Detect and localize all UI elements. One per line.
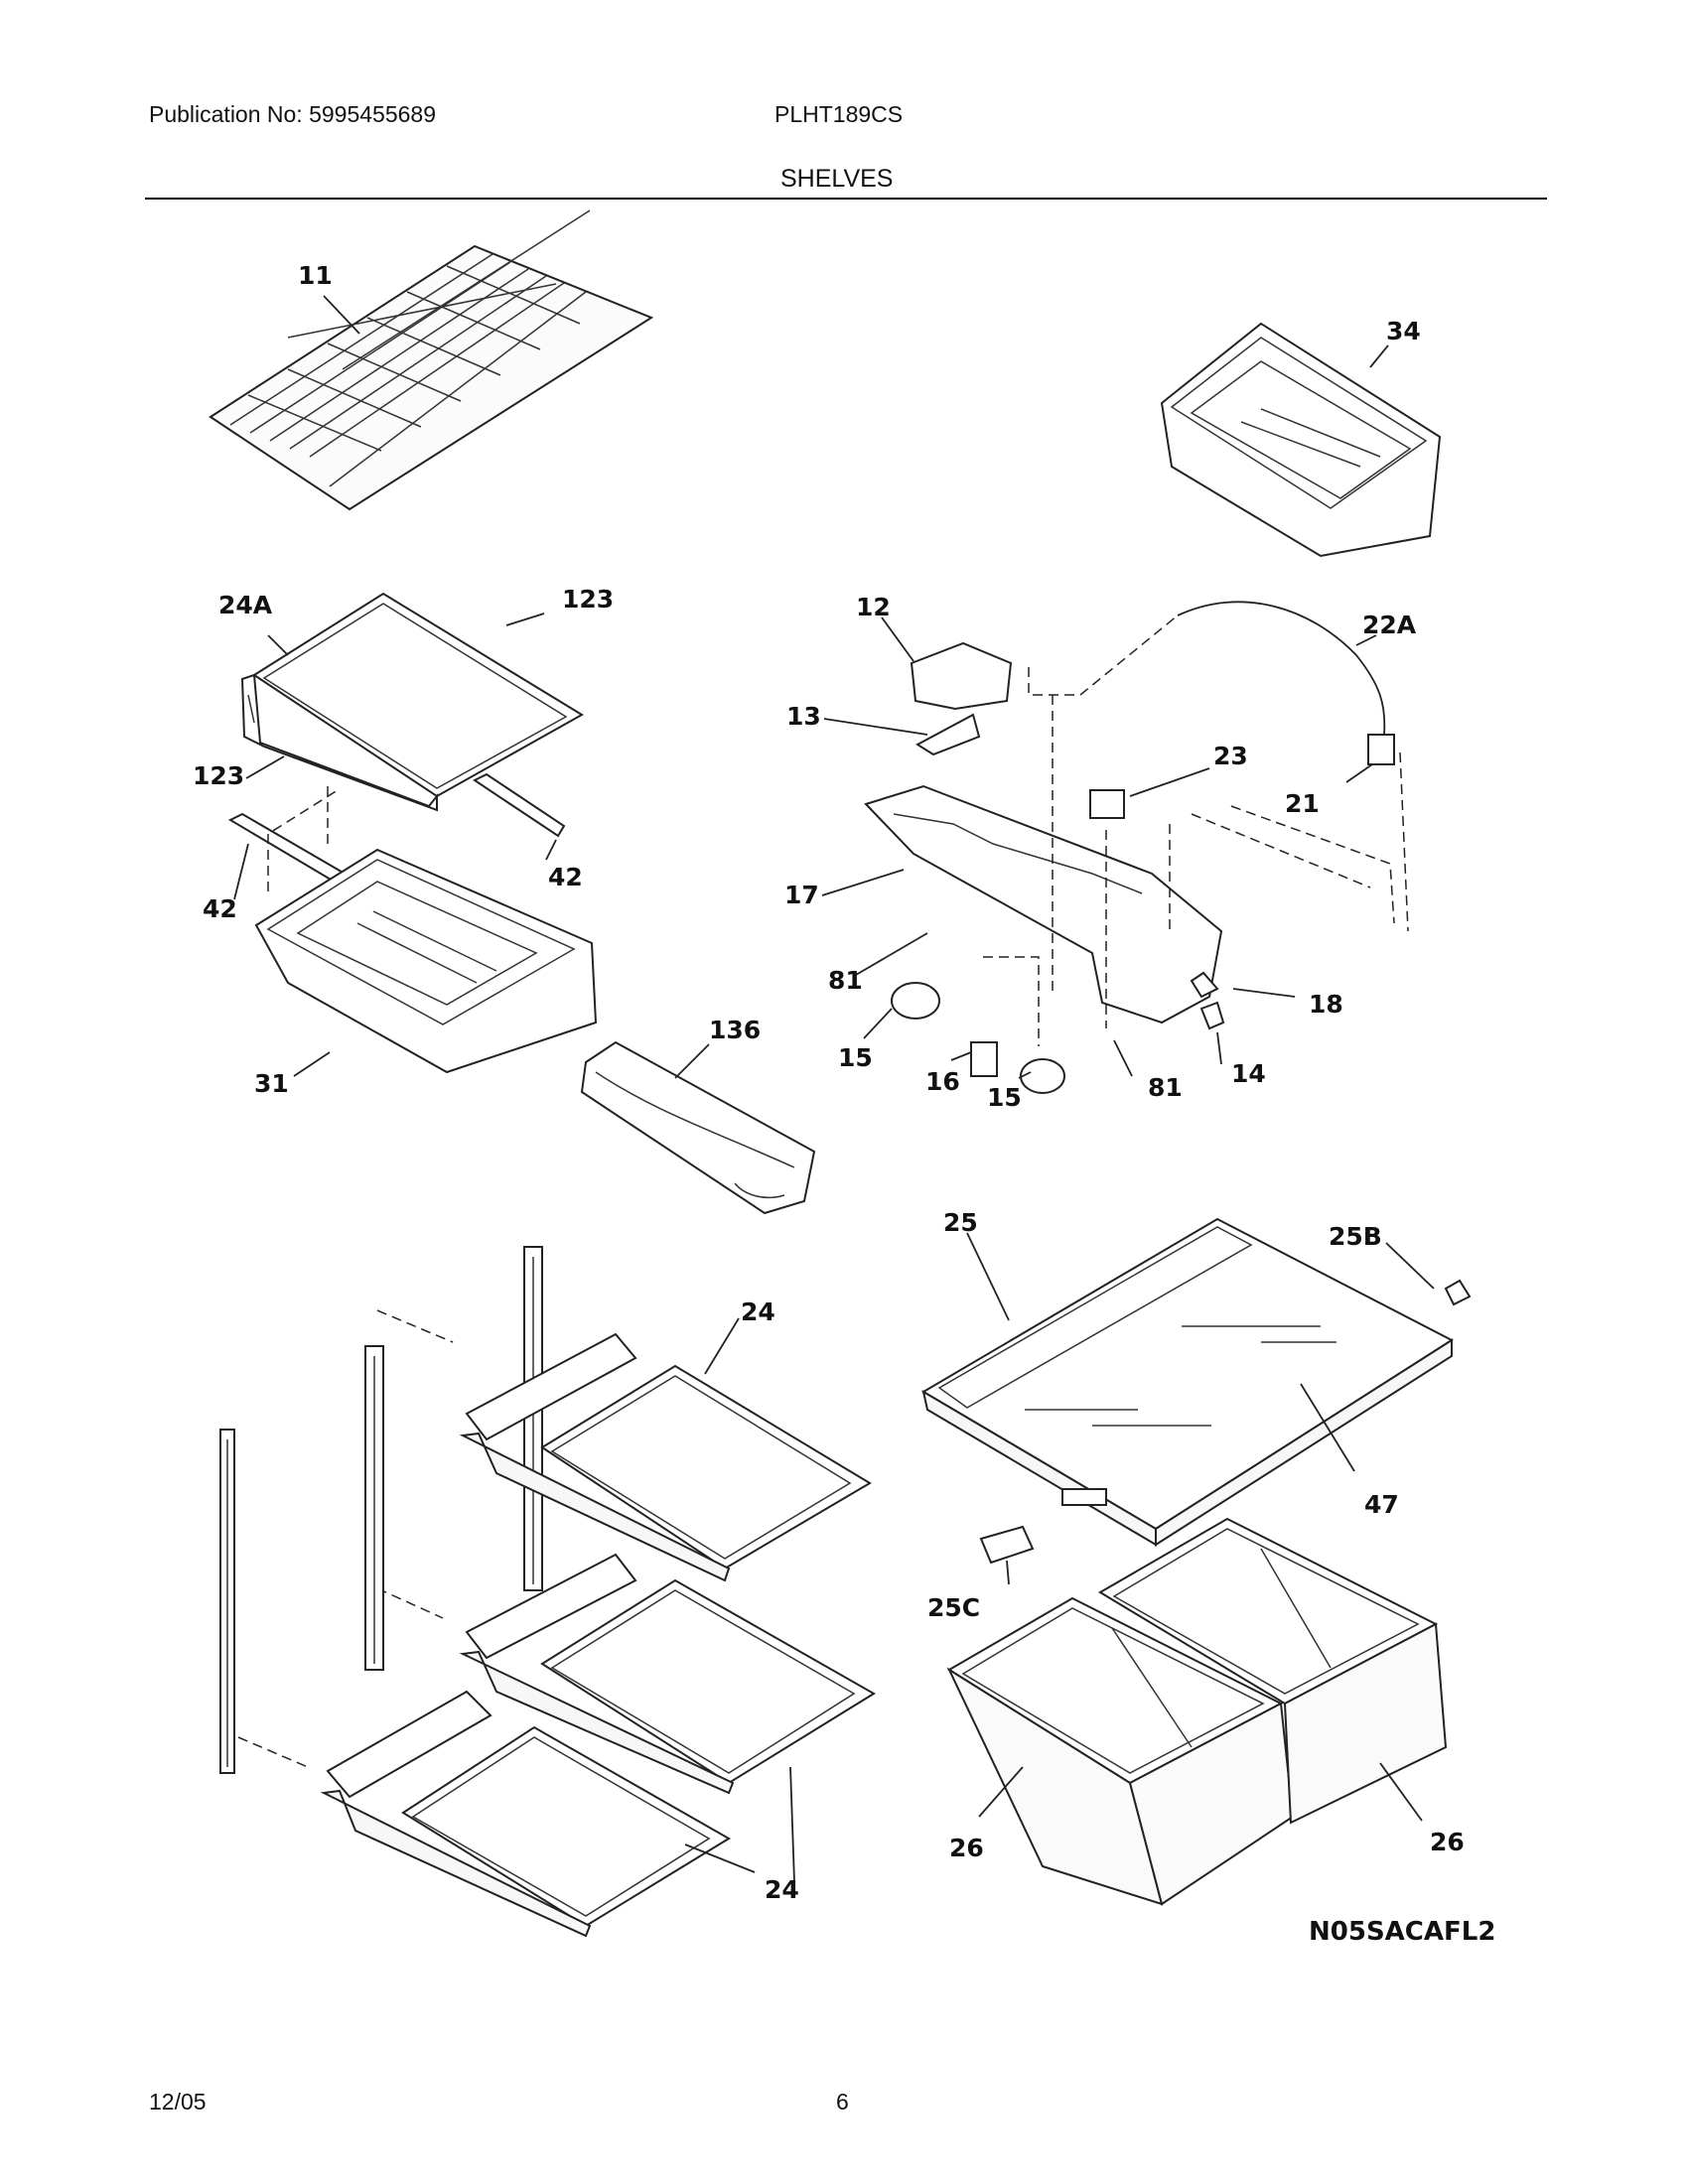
crisper-drawer-left	[946, 1596, 1295, 1906]
section-title: SHELVES	[780, 165, 894, 193]
glass-shelf-24A-part	[240, 592, 584, 812]
cantilever-shelf-lower	[320, 1690, 731, 1938]
callout-25B: 25B	[1329, 1222, 1382, 1251]
callout-81-left: 81	[828, 966, 863, 995]
cantilever-shelf-upper	[459, 1332, 872, 1582]
callout-15-left: 15	[838, 1043, 873, 1072]
callout-23: 23	[1213, 742, 1248, 770]
callout-15-right: 15	[987, 1083, 1022, 1112]
callout-31: 31	[254, 1069, 289, 1098]
cantilever-shelf-middle	[459, 1553, 876, 1795]
callout-labels: 11 34 24A 123 123 42 42 31 136 12 13 17 …	[193, 261, 1495, 1947]
callout-22A: 22A	[1362, 611, 1417, 639]
callout-123-top: 123	[562, 585, 614, 614]
callout-leader-lines	[233, 295, 1435, 1883]
assembly-guide-lines	[237, 614, 1409, 1768]
callout-17: 17	[784, 881, 819, 909]
light-shield-136-part	[580, 1040, 816, 1215]
header-rule	[145, 198, 1547, 200]
callout-14: 14	[1231, 1059, 1266, 1088]
callout-34: 34	[1386, 317, 1421, 345]
callout-13: 13	[786, 702, 821, 731]
callout-25C: 25C	[927, 1593, 980, 1622]
crisper-drawer-right	[1098, 1517, 1448, 1825]
callout-18: 18	[1309, 990, 1343, 1019]
publication-number: Publication No: 5995455689	[149, 101, 437, 127]
callout-136: 136	[709, 1016, 761, 1044]
light-housing-assembly	[864, 601, 1395, 1094]
callout-21: 21	[1285, 789, 1320, 818]
wire-shelf-part	[209, 209, 654, 511]
callout-47: 47	[1364, 1490, 1399, 1519]
model-number: PLHT189CS	[774, 101, 904, 127]
crisper-cover-25-part	[921, 1217, 1472, 1565]
callout-123-left: 123	[193, 761, 244, 790]
callout-24-top: 24	[741, 1297, 775, 1326]
page-number: 6	[836, 2089, 849, 2115]
vertical-shelf-rails	[219, 1246, 543, 1774]
callout-26-right: 26	[1430, 1828, 1465, 1856]
callout-24-bottom: 24	[765, 1875, 799, 1904]
callout-24A: 24A	[218, 591, 273, 619]
callout-42-right: 42	[548, 863, 583, 891]
callout-42-left: 42	[203, 894, 237, 923]
callout-11: 11	[298, 261, 333, 290]
callout-26-left: 26	[949, 1834, 984, 1862]
bin-34-part	[1160, 322, 1442, 558]
callout-12: 12	[856, 593, 891, 621]
callout-25: 25	[943, 1208, 978, 1237]
drawing-code: N05SACAFL2	[1309, 1917, 1495, 1947]
callout-81-right: 81	[1148, 1073, 1183, 1102]
footer-date: 12/05	[149, 2089, 207, 2115]
callout-16: 16	[925, 1067, 960, 1096]
pan-31-part	[254, 848, 598, 1074]
